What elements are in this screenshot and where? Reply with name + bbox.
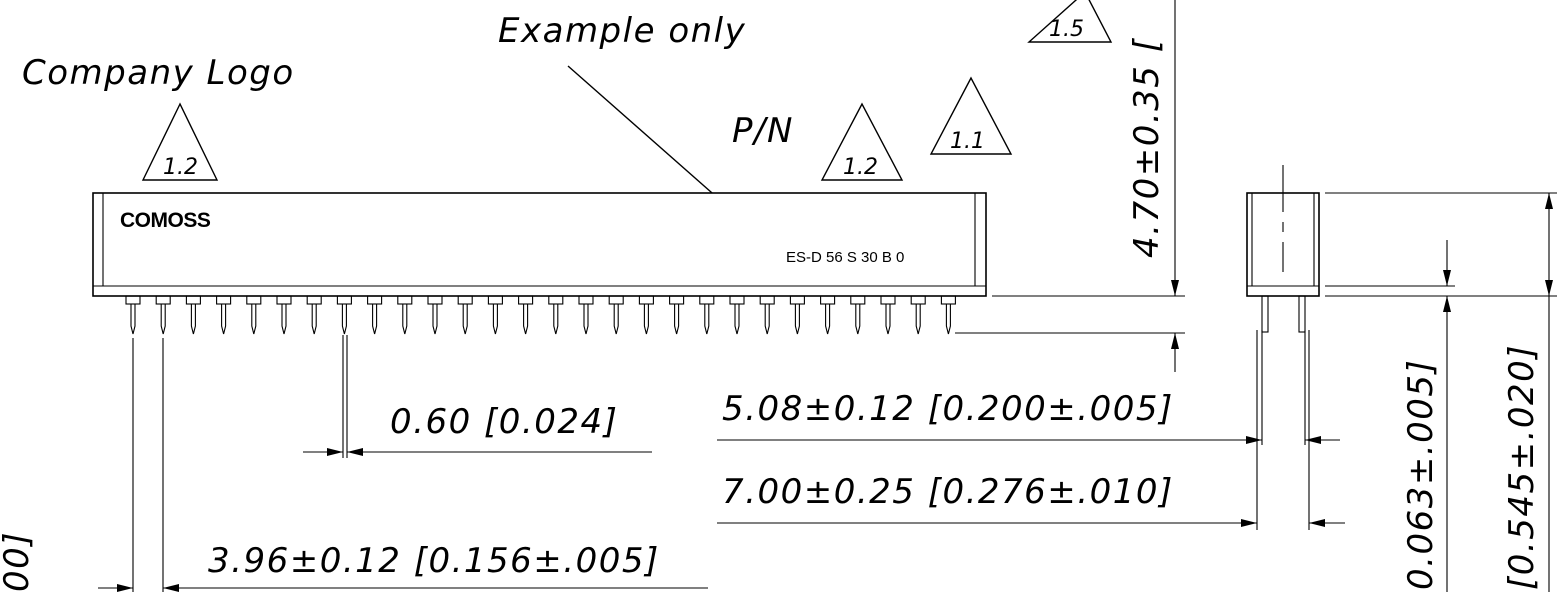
pin-pitch-arrow-left — [117, 584, 133, 592]
revision-triangle-logo: 1.2 — [141, 102, 219, 181]
connector-pin — [789, 295, 805, 335]
body-width-arrow-right — [1309, 519, 1325, 527]
side-contact-left — [1261, 295, 1269, 333]
connector-pin — [155, 295, 171, 335]
pin-width-arrow-right — [347, 448, 363, 456]
connector-pin — [246, 295, 262, 335]
revision-tag-height: 1.5 — [1049, 17, 1084, 42]
connector-pin — [457, 295, 473, 335]
height-dimension-label: 4.70±0.35 [ — [1127, 37, 1167, 258]
connector-side-view — [1246, 165, 1320, 333]
left-dimension-fragment: 00] — [0, 531, 37, 592]
connector-pin — [578, 295, 594, 335]
revision-triangle-pn: 1.2 — [820, 102, 904, 181]
connector-pin — [638, 295, 654, 335]
revision-triangle-height: 1.5 — [1027, 0, 1113, 43]
height-arrow-up — [1171, 333, 1179, 349]
revision-tag-logo: 1.2 — [163, 155, 198, 180]
connector-pin — [185, 295, 201, 335]
pin-width-arrow-left — [327, 448, 343, 456]
pin-pitch-arrow-right — [163, 584, 179, 592]
small-height-arrow-up — [1443, 296, 1451, 312]
height-arrow-down — [1171, 280, 1179, 296]
connector-pin — [427, 295, 443, 335]
pin-pitch-label: 3.96±0.12 [0.156±.005] — [208, 541, 660, 581]
connector-pin — [367, 295, 383, 335]
body-width-arrow-left — [1241, 519, 1257, 527]
revision-triangle-marking: 1.1 — [929, 76, 1013, 155]
connector-pin — [306, 295, 322, 335]
connector-pin — [487, 295, 503, 335]
connector-brand-logo: COMOSS — [120, 209, 211, 232]
connector-pin — [759, 295, 775, 335]
connector-pin — [940, 295, 956, 335]
small-height-label: 0.063±.005] — [1401, 359, 1441, 590]
slot-arrow-left — [1246, 436, 1262, 444]
connector-pin — [669, 295, 685, 335]
connector-front-view: COMOSS ES-D 56 S 30 B 0 — [92, 192, 987, 335]
connector-pin — [910, 295, 926, 335]
total-height-arrow-down — [1545, 280, 1553, 296]
connector-pin — [608, 295, 624, 335]
connector-pin — [699, 295, 715, 335]
total-height-label: [0.545±.020] — [1502, 344, 1542, 590]
connector-pin — [820, 295, 836, 335]
connector-pin — [397, 295, 413, 335]
revision-tag-marking: 1.1 — [950, 129, 985, 154]
company-logo-note: Company Logo — [22, 53, 295, 93]
connector-pin — [548, 295, 564, 335]
body-width-label: 7.00±0.25 [0.276±.010] — [722, 472, 1174, 512]
connector-pin — [880, 295, 896, 335]
connector-pin — [850, 295, 866, 335]
slot-arrow-right — [1305, 436, 1321, 444]
connector-pin — [518, 295, 534, 335]
total-height-arrow-up — [1545, 193, 1553, 209]
connector-pin — [336, 295, 352, 335]
pn-note: P/N — [732, 111, 794, 151]
pin-width-label: 0.60 [0.024] — [390, 402, 618, 442]
revision-tag-pn: 1.2 — [843, 155, 878, 180]
connector-pin — [729, 295, 745, 335]
connector-pin — [276, 295, 292, 335]
pin-row — [125, 295, 956, 335]
connector-part-marking: ES-D 56 S 30 B 0 — [786, 249, 904, 266]
connector-pin — [125, 295, 141, 335]
slot-dimension-label: 5.08±0.12 [0.200±.005] — [722, 389, 1174, 429]
example-only-note: Example only — [498, 11, 746, 51]
small-height-arrow-down — [1443, 270, 1451, 286]
side-contact-right — [1298, 295, 1306, 333]
connector-pin — [216, 295, 232, 335]
